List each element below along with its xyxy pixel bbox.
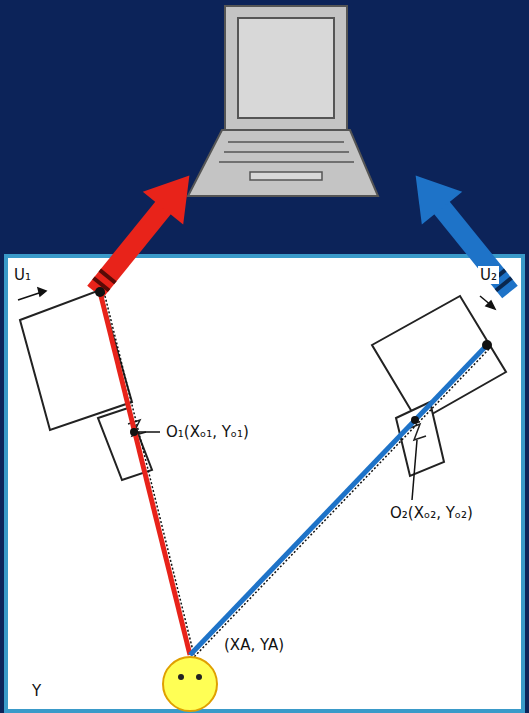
blue-sight-line: [190, 345, 487, 655]
axis-label: U₂: [478, 266, 499, 284]
red-arrow: [75, 159, 210, 308]
camera-1: [20, 290, 152, 480]
red-sight-line: [100, 292, 190, 655]
point-label: (XA, YA): [222, 636, 286, 654]
optical-center: [411, 416, 419, 424]
optical-center: [130, 428, 138, 436]
optical-axis: [104, 292, 194, 655]
leader-line: [138, 431, 160, 433]
laptop-icon: [188, 6, 378, 196]
axis-label: U₁: [12, 266, 33, 284]
sensor-point: [482, 340, 492, 350]
scene-panel: [6, 256, 523, 711]
camera-2: [372, 296, 506, 476]
sensor-point: [95, 287, 105, 297]
point-label: O₁(Xₒ₁, Yₒ₁): [164, 423, 251, 441]
point-label: O₂(Xₒ₂, Yₒ₂): [388, 504, 475, 522]
axis-label: Y: [30, 682, 43, 700]
person-smiley: [163, 657, 217, 711]
leader-line: [412, 440, 417, 500]
blue-arrow: [395, 159, 529, 308]
optical-axis: [194, 349, 489, 657]
u-axis-arrow: [18, 288, 495, 309]
